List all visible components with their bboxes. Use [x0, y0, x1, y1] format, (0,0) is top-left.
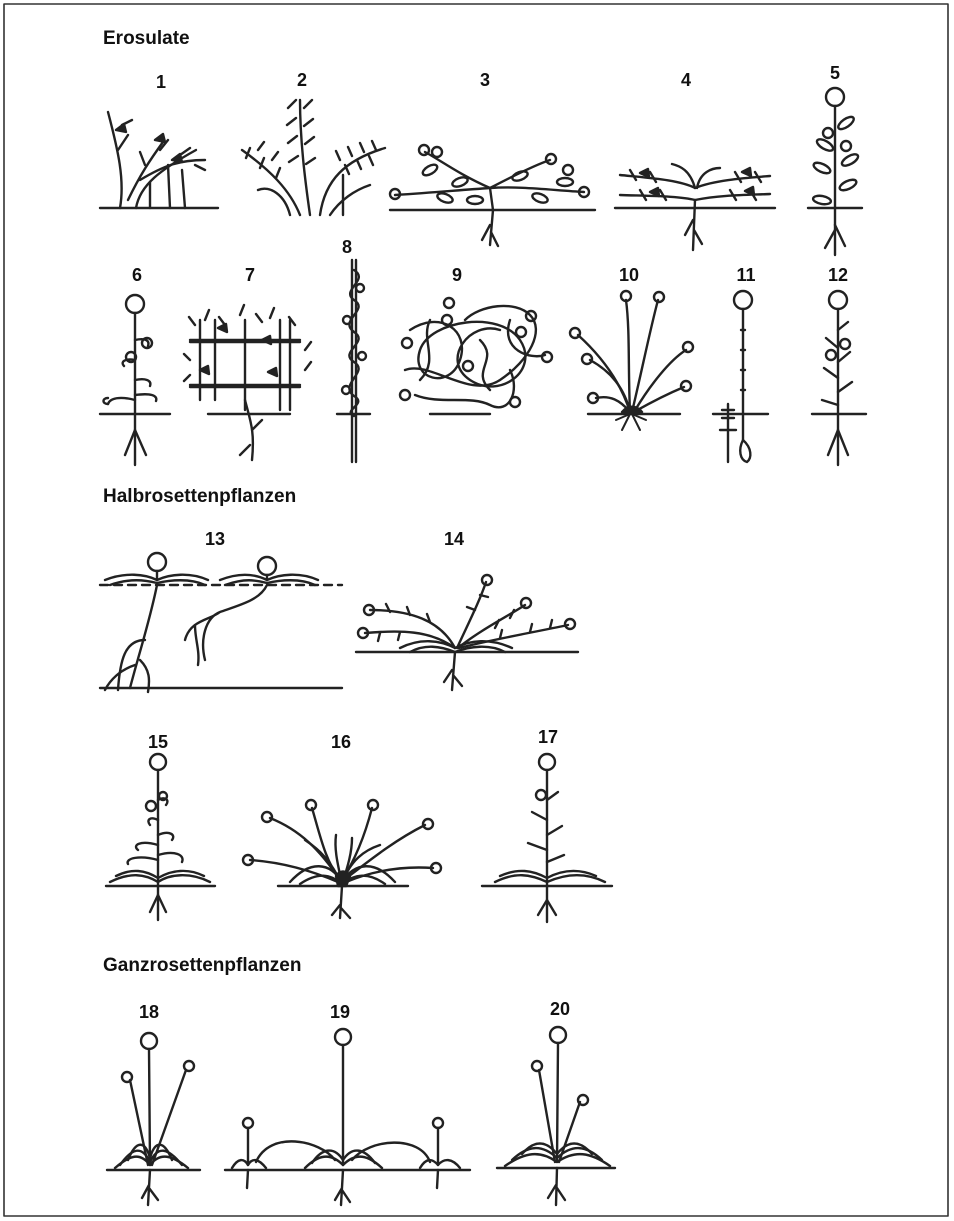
plant-14-drawing — [356, 575, 578, 690]
plant-15-drawing — [106, 754, 215, 920]
plant-4-drawing — [615, 164, 775, 250]
plant-13-drawing — [100, 553, 342, 692]
plant-2-drawing — [242, 100, 385, 215]
plant-3-drawing — [390, 145, 595, 246]
plant-11-drawing — [713, 291, 768, 462]
plant-8-drawing — [337, 260, 370, 462]
plant-16-drawing — [243, 800, 441, 918]
plant-18-drawing — [107, 1033, 200, 1205]
plant-5-drawing — [808, 88, 862, 255]
plant-6-drawing — [100, 295, 170, 465]
plant-7-drawing — [184, 305, 311, 460]
plant-19-drawing — [225, 1029, 470, 1205]
plant-1-drawing — [100, 112, 218, 208]
plant-12-drawing — [812, 291, 866, 465]
plant-10-drawing — [570, 291, 693, 430]
plant-17-drawing — [482, 754, 612, 922]
plant-9-drawing — [400, 298, 552, 414]
plant-20-drawing — [497, 1027, 615, 1205]
